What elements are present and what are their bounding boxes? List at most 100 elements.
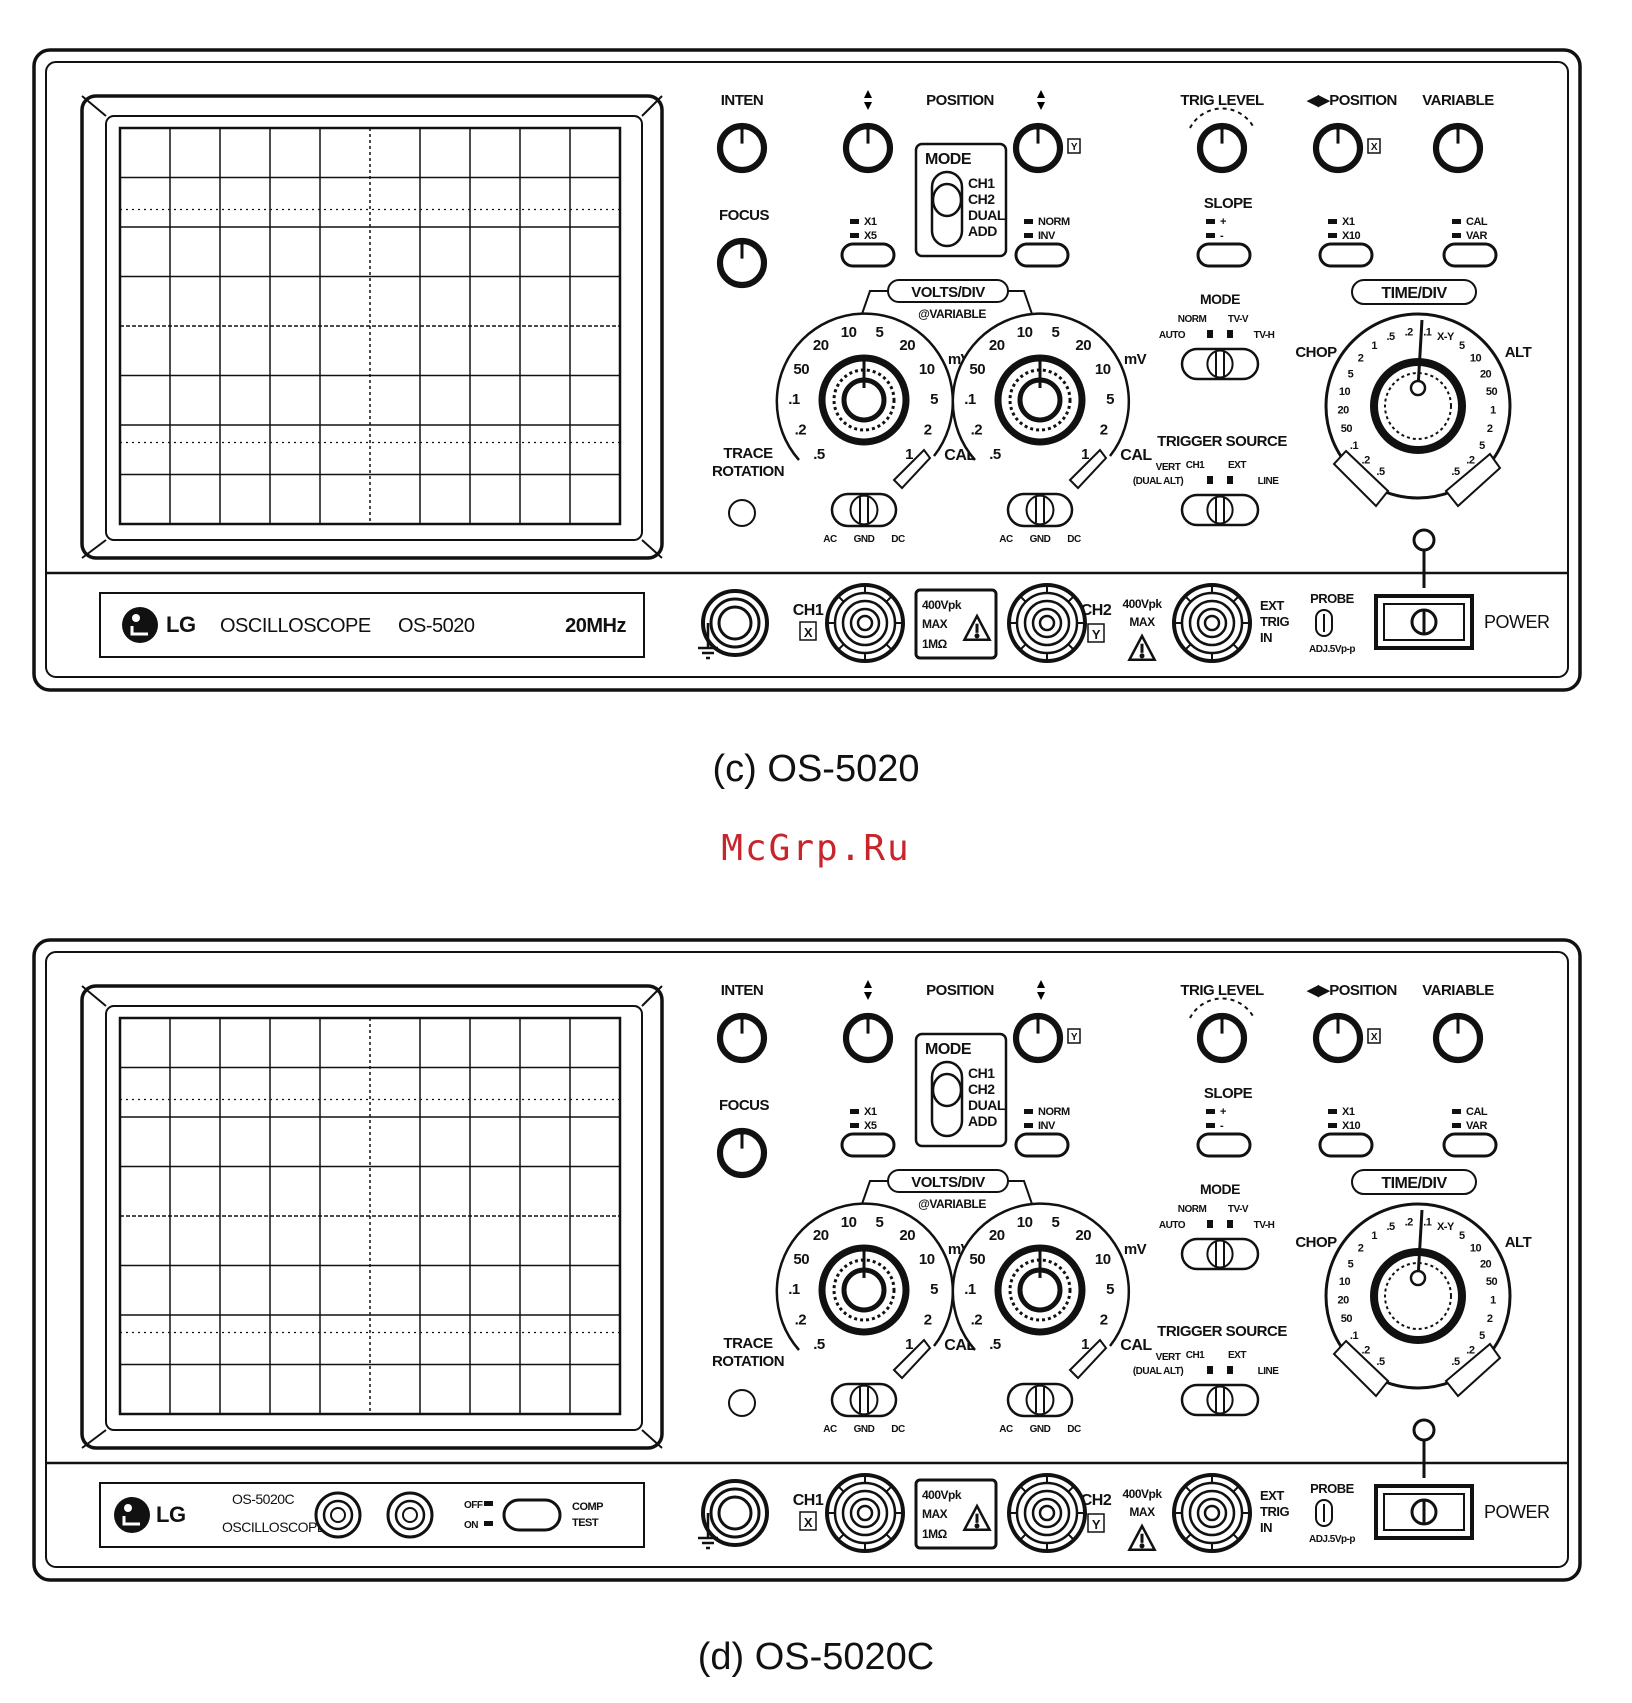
time-scale-label: .5 (1451, 466, 1460, 478)
sweep-cal-button[interactable] (1442, 1132, 1498, 1158)
ch1-position-knob[interactable] (842, 122, 894, 174)
variable-knob[interactable] (1432, 122, 1484, 174)
comp-test-button[interactable] (502, 1498, 562, 1532)
sweep-mag-button[interactable] (1318, 1132, 1374, 1158)
h-position-label: ◀▶POSITION (1306, 92, 1397, 109)
ch2-bnc-input[interactable] (1007, 583, 1087, 663)
h-position-knob[interactable] (1312, 122, 1364, 174)
focus-knob[interactable] (716, 237, 768, 289)
trigger-mode-switch[interactable] (1180, 347, 1260, 381)
comp-test-jack-1[interactable] (314, 1491, 362, 1539)
ch2-gnd-label: GND (1030, 534, 1051, 545)
trace-rotation-screw[interactable] (728, 499, 756, 527)
power-label: POWER (1484, 612, 1550, 632)
volts-scale-label: 10 (841, 324, 857, 341)
chop-label: CHOP (1295, 344, 1337, 361)
ch1-mag-button[interactable] (840, 1132, 896, 1158)
volts-scale-label: 50 (793, 1251, 809, 1268)
inten-knob[interactable] (716, 122, 768, 174)
ch2-coupling-switch[interactable] (1006, 1382, 1074, 1418)
slope-button[interactable] (1196, 242, 1252, 268)
volts-scale-label: .1 (788, 391, 800, 408)
comp-off-label: OFF (464, 1500, 483, 1511)
trigger-source-switch[interactable] (1180, 493, 1260, 527)
trig-level-knob[interactable] (1196, 1012, 1248, 1064)
ch1-dc-label: DC (891, 534, 905, 545)
trig-vert-label: VERT (1156, 1352, 1181, 1363)
volts-scale-label: 2 (924, 421, 932, 438)
ch2-coupling-switch[interactable] (1006, 492, 1074, 528)
inten-knob-mark (739, 124, 745, 131)
h-position-knob[interactable] (1312, 1012, 1364, 1064)
trig-auto-label: AUTO (1159, 1220, 1186, 1231)
mode-option: ADD (968, 223, 997, 239)
ch1-mag-button[interactable] (840, 242, 896, 268)
trigger-source-switch[interactable] (1180, 1383, 1260, 1417)
warn-max: MAX (922, 1507, 948, 1521)
ext-trig-bnc-input[interactable] (1172, 583, 1252, 663)
ch2-bnc-input[interactable] (1007, 1473, 1087, 1553)
time-scale-label: .2 (1405, 326, 1414, 338)
sweep-cal-toggle-b: VAR (1466, 230, 1487, 242)
ch1-coupling-switch[interactable] (830, 1382, 898, 1418)
ch2-invert-button[interactable] (1014, 1132, 1070, 1158)
ch2-position-knob[interactable] (1012, 122, 1064, 174)
power-switch[interactable] (1374, 594, 1474, 650)
power-switch[interactable] (1374, 1484, 1474, 1540)
sweep-mag-button[interactable] (1318, 242, 1374, 268)
time-scale-label: 50 (1341, 423, 1353, 435)
slope-label: SLOPE (1204, 1085, 1253, 1102)
up-arrow-icon (1037, 980, 1045, 988)
ch1-position-knob[interactable] (842, 1012, 894, 1064)
warn-voltage: 400Vpk (922, 598, 962, 612)
ch2-axis-tag: Y (1092, 1517, 1101, 1532)
time-scale-label: .1 (1350, 440, 1359, 452)
ch1-position-knob-mark (865, 1014, 871, 1021)
time-scale-label: .1 (1350, 1330, 1359, 1342)
time-scale-label: 5 (1479, 1330, 1485, 1342)
trig-tvh-label: TV-H (1254, 330, 1275, 341)
power-stand-knob (1412, 1418, 1436, 1442)
inten-knob[interactable] (716, 1012, 768, 1064)
variable-knob[interactable] (1432, 1012, 1484, 1064)
trig-tvv-label: TV-V (1228, 314, 1249, 325)
sweep-cal-button[interactable] (1442, 242, 1498, 268)
trig-level-knob[interactable] (1196, 122, 1248, 174)
comp-test-jack-2[interactable] (386, 1491, 434, 1539)
mode-option: DUAL (968, 1097, 1006, 1113)
slope-button[interactable] (1196, 1132, 1252, 1158)
ch1-coupling-switch[interactable] (830, 492, 898, 528)
ground-terminal[interactable] (698, 1479, 769, 1550)
ch1-bnc-input[interactable] (825, 1473, 905, 1553)
ch2-position-knob[interactable] (1012, 1012, 1064, 1064)
ch1-bnc-input[interactable] (825, 583, 905, 663)
inten-label: INTEN (721, 92, 764, 109)
figure-caption-c: (c) OS-5020 (712, 748, 920, 790)
trace-rotation-label: TRACE (723, 445, 773, 462)
trigger-mode-switch[interactable] (1180, 1237, 1260, 1271)
volts-scale-label: .2 (971, 421, 983, 438)
time-scale-label: 1 (1490, 1295, 1496, 1307)
focus-knob[interactable] (716, 1127, 768, 1179)
ch2-invert-button[interactable] (1014, 242, 1070, 268)
sweep-cal-toggle-b: VAR (1466, 1120, 1487, 1132)
figure-caption-d: (d) OS-5020C (697, 1636, 935, 1678)
trace-rotation-screw[interactable] (728, 1389, 756, 1417)
ground-terminal[interactable] (698, 589, 769, 660)
slope-label: SLOPE (1204, 195, 1253, 212)
time-scale-label: 1 (1371, 340, 1377, 352)
trig-ext-label: EXT (1228, 460, 1246, 471)
volts-scale-label: 20 (1075, 337, 1091, 354)
volts-scale-label: 20 (899, 337, 915, 354)
h-position-knob-mark (1335, 124, 1341, 131)
ext-trig-bnc-input[interactable] (1172, 1473, 1252, 1553)
